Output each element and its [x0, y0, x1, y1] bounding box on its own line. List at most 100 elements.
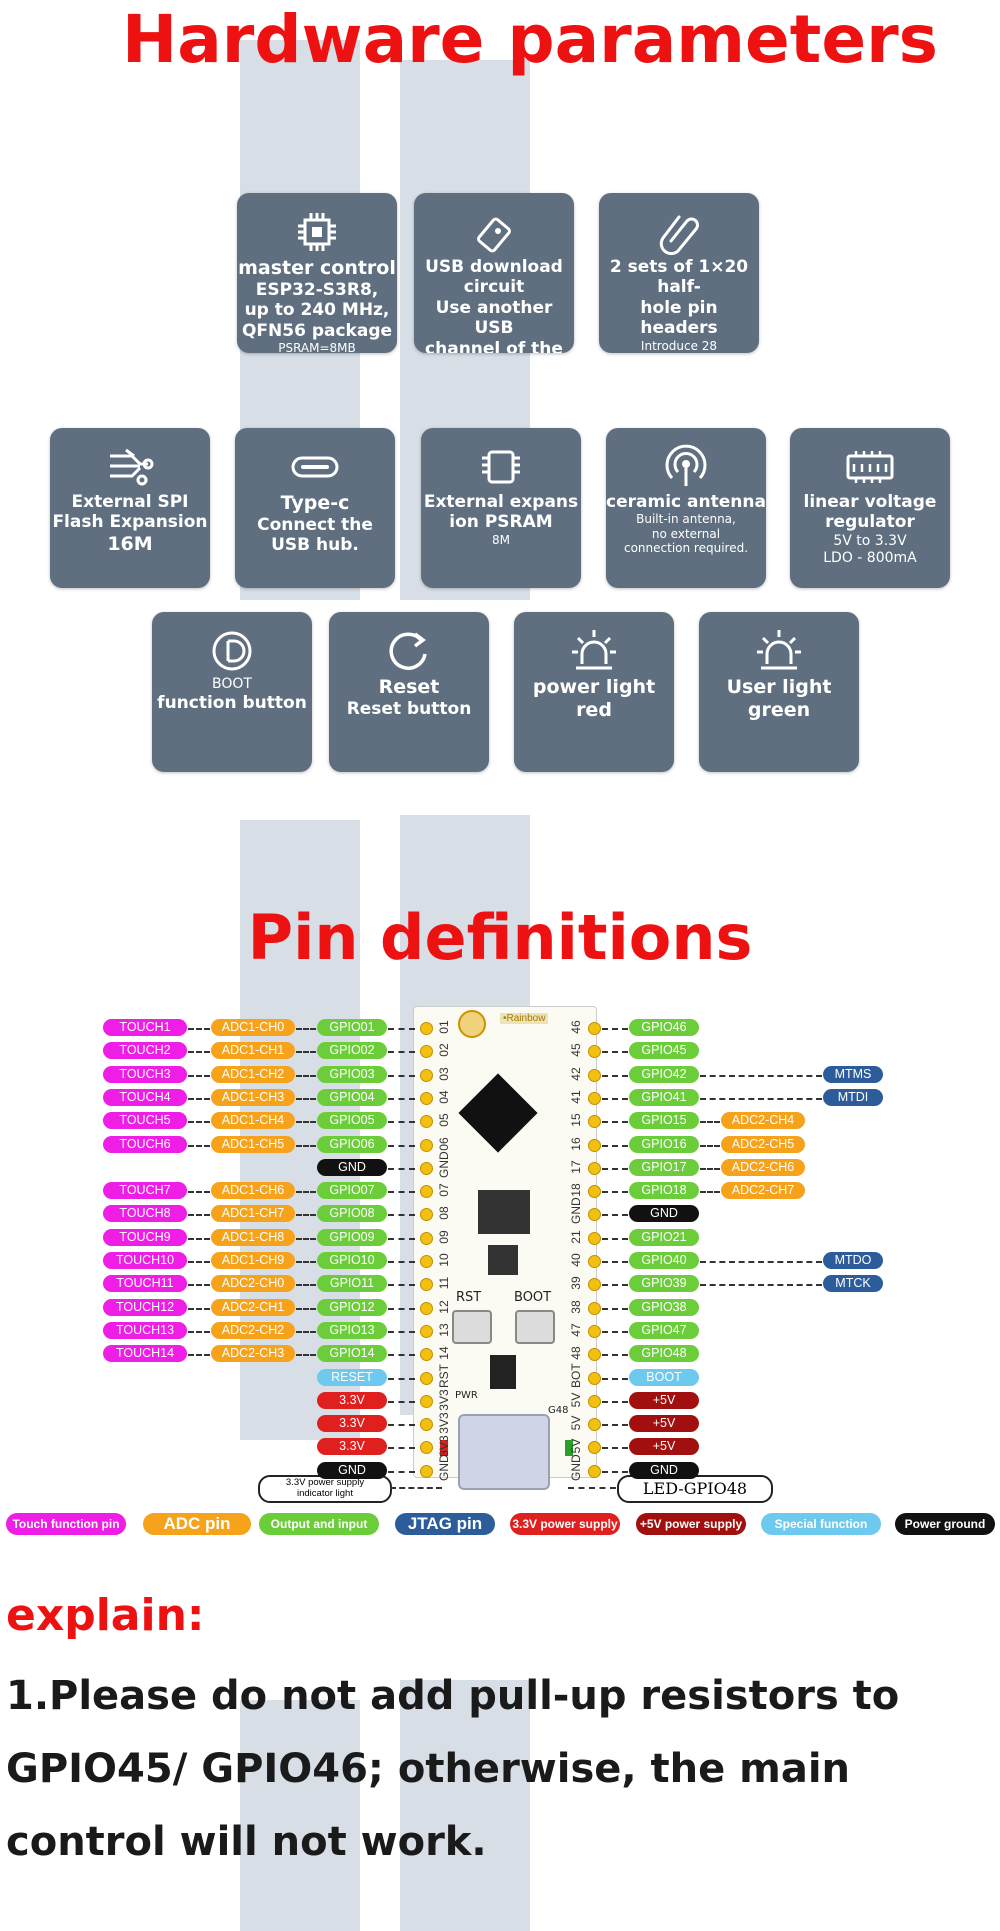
leader-line	[700, 1121, 720, 1124]
leader-line	[602, 1307, 628, 1310]
adc-pin-label: ADC2-CH0	[211, 1275, 295, 1293]
boot-button[interactable]	[515, 1310, 555, 1344]
feature-card-text: User light	[726, 676, 832, 698]
leader-line	[188, 1121, 210, 1124]
feature-card-text: Connect the	[257, 514, 373, 535]
leader-line	[602, 1284, 628, 1287]
leader-line	[296, 1121, 316, 1124]
feature-card-text: up to 240 MHz,	[244, 300, 390, 321]
pin-number: 38	[569, 1299, 583, 1314]
gpio-pin-label: GPIO11	[317, 1275, 387, 1293]
leader-line	[388, 1470, 415, 1473]
gpio-pin-label: GPIO39	[629, 1275, 699, 1293]
watermark-bar	[400, 1680, 530, 1931]
leader-line	[602, 1470, 628, 1473]
leader-line	[602, 1214, 628, 1217]
adc-pin-label: ADC1-CH6	[211, 1182, 295, 1200]
adc-pin-label: ADC1-CH5	[211, 1135, 295, 1153]
header-pin	[420, 1464, 433, 1478]
touch-pin-label: TOUCH4	[103, 1088, 187, 1106]
leader-line	[296, 1307, 316, 1310]
feature-card-text: red	[576, 698, 612, 721]
rst-button[interactable]	[452, 1310, 492, 1344]
feature-card-text: ESP32-S3R8,	[255, 279, 379, 300]
pin-number: 45	[569, 1043, 583, 1057]
leader-line	[296, 1284, 316, 1287]
pin-number: 3V3	[437, 1412, 451, 1434]
touch-pin-label: TOUCH9	[103, 1228, 187, 1246]
gpio-pin-label: +5V	[629, 1438, 699, 1456]
feature-card-text: Flash Expansion	[52, 512, 208, 533]
gpio-pin-label: GPIO01	[317, 1019, 387, 1036]
leader-line	[188, 1354, 210, 1357]
gpio-pin-label: +5V	[629, 1391, 699, 1409]
leader-line	[296, 1237, 316, 1240]
adc-pin-label: ADC2-CH3	[211, 1345, 295, 1363]
header-pin	[588, 1371, 601, 1385]
gpio-pin-label: +5V	[629, 1415, 699, 1433]
gpio-pin-label: GPIO04	[317, 1088, 387, 1106]
leader-line	[602, 1074, 628, 1077]
pin-number: 41	[569, 1090, 583, 1104]
pin-number: 08	[437, 1206, 451, 1221]
gpio-pin-label: GND	[317, 1461, 387, 1479]
touch-pin-label: TOUCH14	[103, 1345, 187, 1363]
feature-card-text: regulator	[825, 512, 915, 533]
adc-pin-label: ADC1-CH1	[211, 1042, 295, 1060]
pin-number: 5V	[569, 1392, 583, 1408]
pin-number: 16	[569, 1136, 583, 1151]
gpio-pin-label: GPIO16	[629, 1135, 699, 1153]
feature-card-text: USB hub.	[271, 535, 359, 556]
leader-line	[188, 1028, 210, 1030]
feature-card-text: QFN56 package	[241, 320, 393, 341]
header-pin	[588, 1185, 601, 1199]
leader-line	[296, 1354, 316, 1357]
antenna-icon	[658, 442, 714, 492]
leader-line	[188, 1214, 210, 1217]
feature-card-text: ceramic antenna	[606, 492, 766, 512]
gpio-pin-label: GPIO17	[629, 1158, 699, 1176]
header-pin	[588, 1301, 601, 1315]
paperclip-icon	[651, 207, 707, 257]
pin-number: 5V	[569, 1415, 583, 1431]
pin-number: 47	[569, 1323, 583, 1337]
pin-number: GND	[569, 1454, 583, 1481]
pin-number: 13	[437, 1323, 451, 1337]
adc-pin-label: ADC1-CH9	[211, 1252, 295, 1269]
header-pin	[420, 1394, 433, 1408]
jtag-pin-label: MTDI	[823, 1088, 883, 1106]
leader-line	[388, 1074, 415, 1077]
explain-title: explain:	[6, 1590, 205, 1641]
light-icon	[566, 626, 622, 676]
feature-card-text: Built-in antenna,	[636, 512, 736, 527]
usb-drive-icon	[466, 207, 522, 257]
touch-pin-label: TOUCH10	[103, 1252, 187, 1269]
leader-line	[388, 1330, 415, 1333]
pin-number: GND	[437, 1454, 451, 1481]
power-led-note-line-1: 3.3V power supply	[285, 1477, 365, 1488]
leader-line	[388, 1307, 415, 1310]
leader-line	[296, 1191, 316, 1194]
gpio-pin-label: GPIO45	[629, 1042, 699, 1060]
leader-line	[700, 1191, 720, 1194]
pin-number: 09	[437, 1230, 451, 1244]
pin-number: GND	[569, 1197, 583, 1225]
power-led-note: 3.3V power supply indicator light	[258, 1475, 392, 1503]
feature-card-text: 2 sets of 1×20 half-	[609, 257, 749, 298]
header-pin	[420, 1115, 433, 1129]
leader-line	[188, 1191, 210, 1194]
leader-line	[388, 1284, 415, 1287]
gpio-pin-label: GPIO15	[629, 1112, 699, 1130]
gpio-pin-label: GPIO09	[317, 1228, 387, 1246]
explain-text: 1.Please do not add pull-up resistors to…	[6, 1673, 900, 1865]
gpio-pin-label: 3.3V	[317, 1391, 387, 1409]
adc-pin-label: ADC2-CH6	[721, 1158, 805, 1176]
green-led	[565, 1440, 573, 1456]
header-pin	[588, 1045, 601, 1059]
adc-pin-label: ADC2-CH7	[721, 1182, 805, 1200]
leader-line	[388, 1261, 415, 1263]
pin-number: 11	[437, 1277, 451, 1290]
